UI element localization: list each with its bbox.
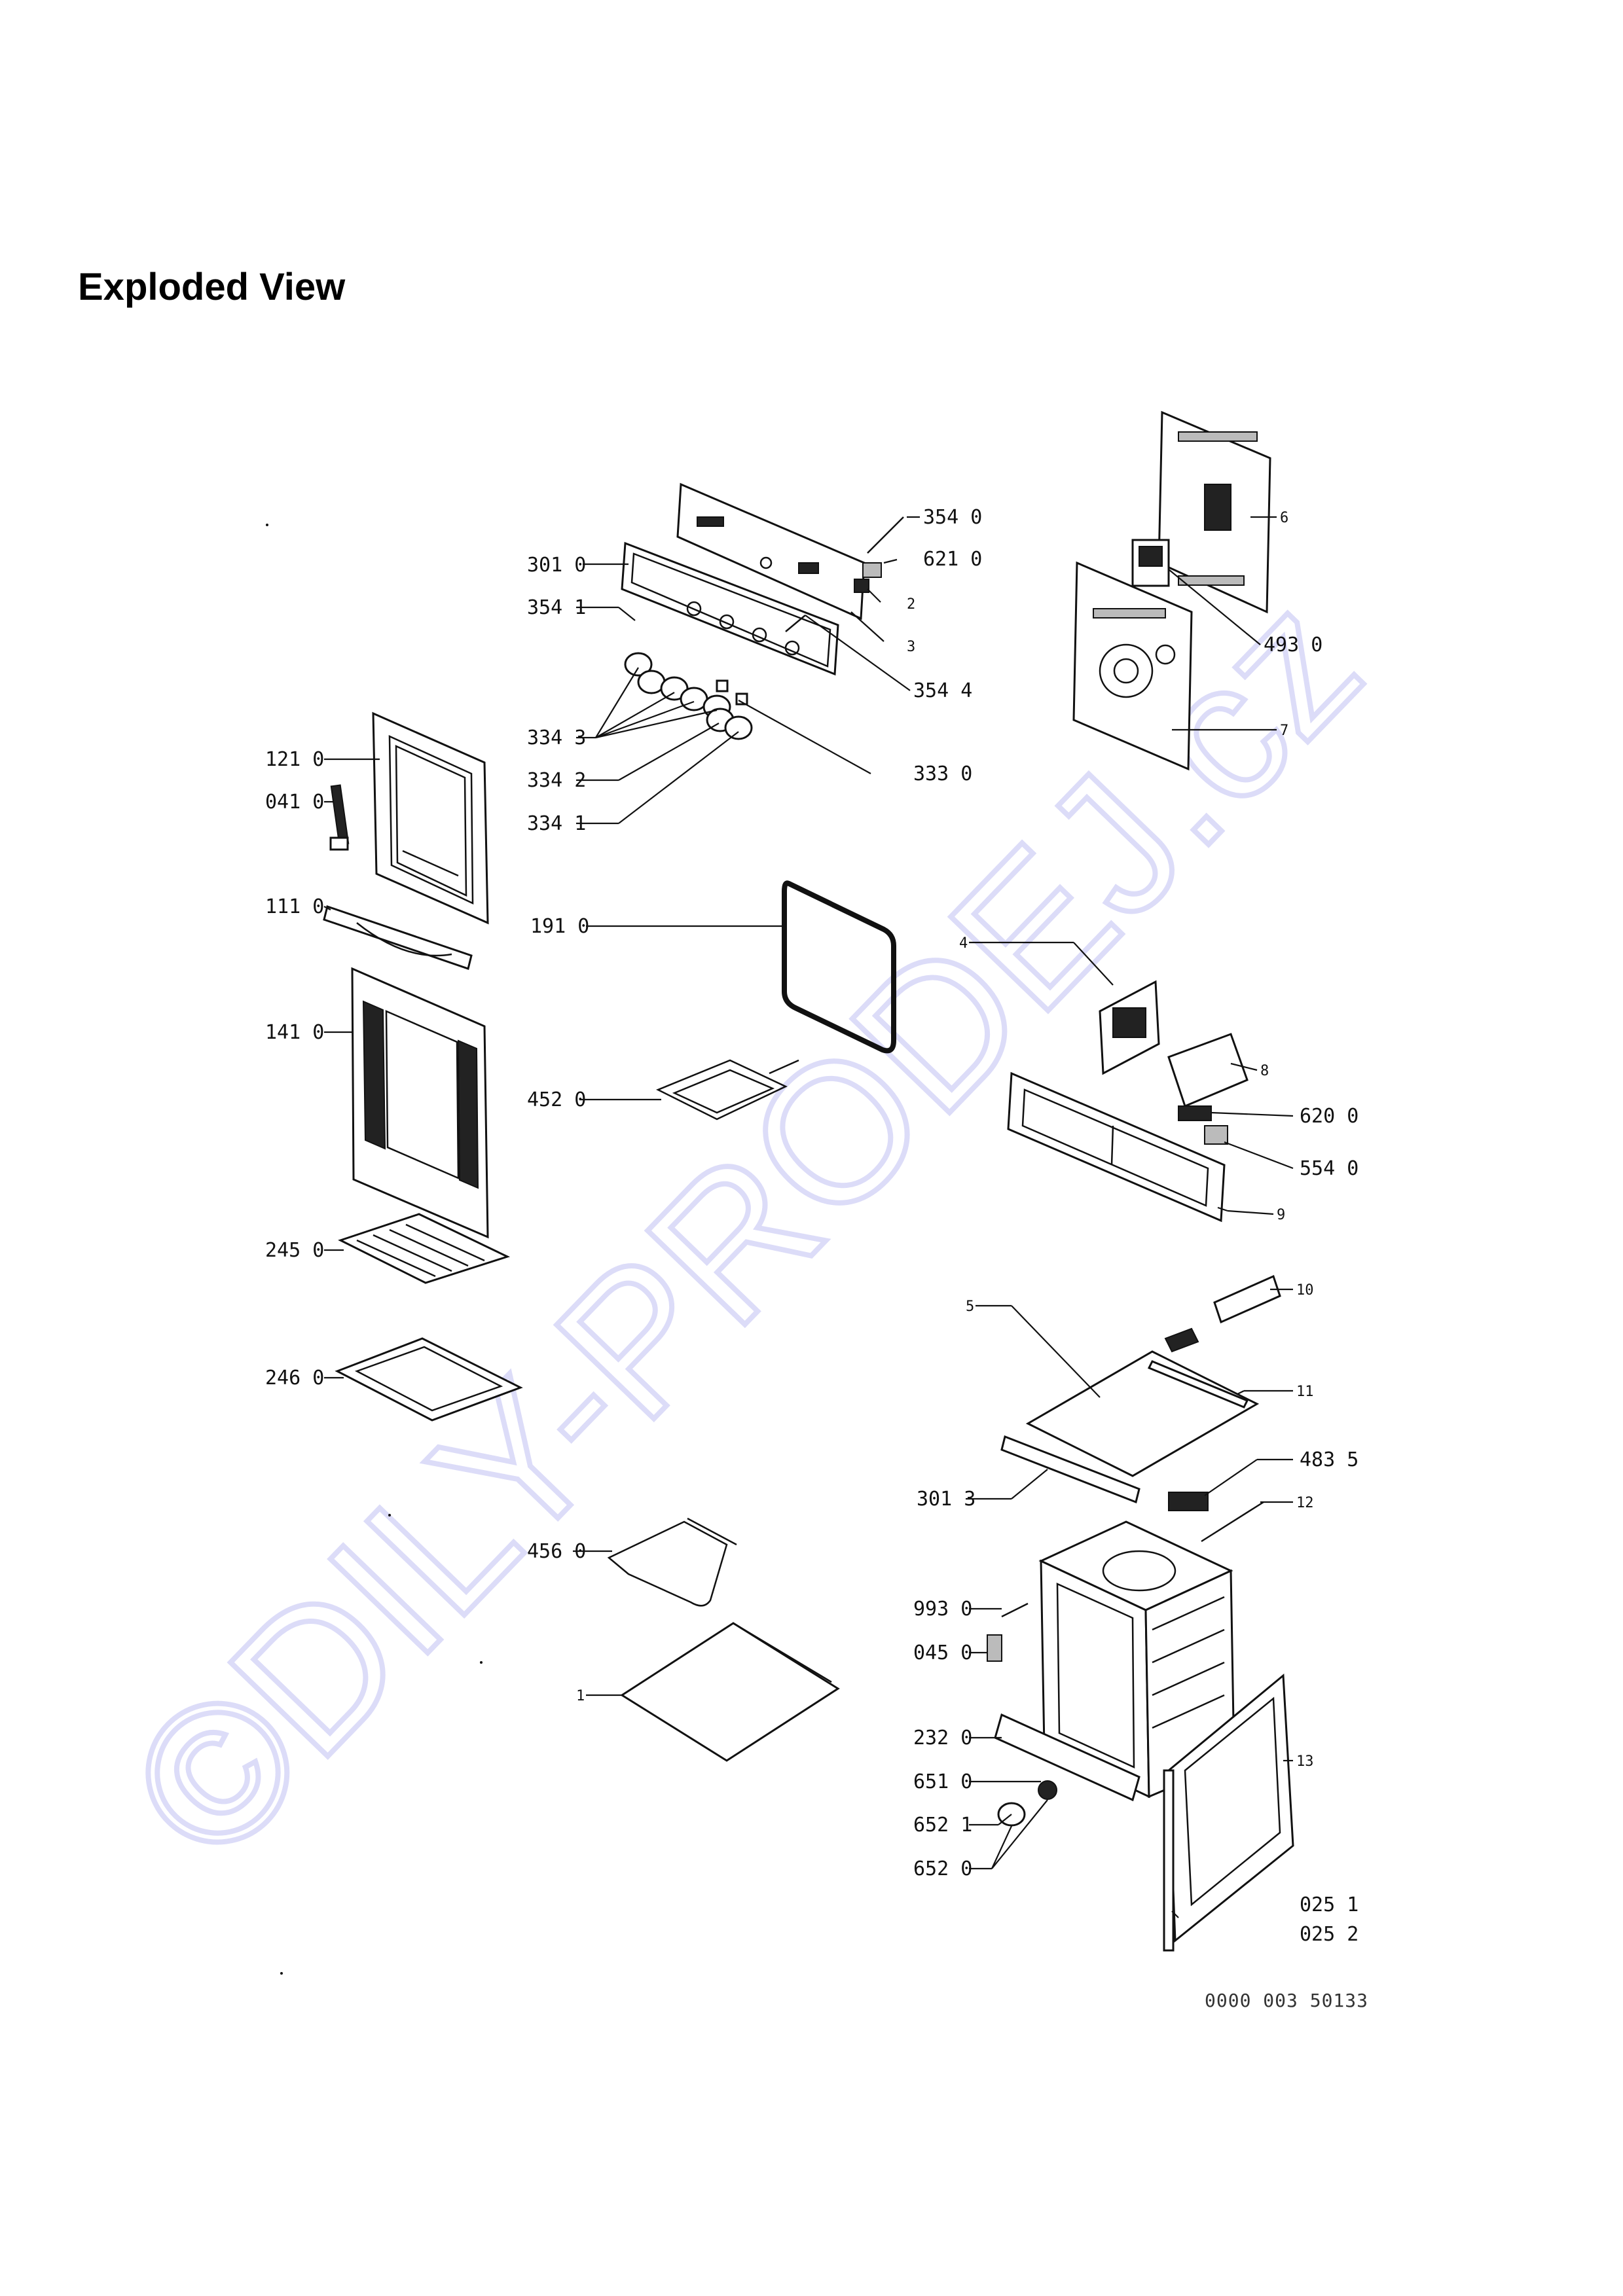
part-door-hinge	[329, 784, 350, 851]
label-7: 7	[1280, 723, 1288, 739]
label-141-0: 141 0	[265, 1021, 324, 1044]
label-11: 11	[1296, 1384, 1314, 1400]
label-111-0: 111 0	[265, 895, 324, 918]
page-title: Exploded View	[78, 266, 346, 308]
stray-dot	[480, 1661, 483, 1664]
part-back-plate	[1072, 561, 1193, 771]
label-245-0: 245 0	[265, 1239, 324, 1262]
part-strip-11	[1147, 1360, 1249, 1408]
part-grill-element	[655, 1059, 799, 1121]
label-334-3: 334 3	[527, 726, 586, 749]
label-246-0: 246 0	[265, 1367, 324, 1390]
part-inner-door-frame	[372, 711, 489, 925]
part-bottom-panel	[620, 1622, 840, 1762]
part-rear-panel	[1158, 410, 1271, 614]
part-front-rail	[1000, 1435, 1140, 1504]
document-reference-number: 0000 003 50133	[1205, 1990, 1369, 2011]
label-025-2: 025 2	[1300, 1923, 1359, 1946]
label-10: 10	[1296, 1282, 1314, 1299]
part-hinge-strip	[1163, 1769, 1175, 1952]
part-wire-rack	[338, 1213, 511, 1284]
label-3: 3	[907, 639, 915, 655]
label-041-0: 041 0	[265, 791, 324, 814]
label-651-0: 651 0	[913, 1770, 972, 1793]
part-knobs	[624, 652, 753, 740]
label-2: 2	[907, 596, 915, 613]
label-5: 5	[966, 1299, 974, 1315]
part-bracket-10	[1213, 1274, 1281, 1324]
part-bottom-element	[607, 1517, 737, 1607]
part-bottom-plate	[1025, 1327, 1260, 1477]
label-8: 8	[1260, 1063, 1269, 1079]
label-025-1: 025 1	[1300, 1893, 1359, 1916]
stray-dot	[388, 1514, 391, 1516]
label-354-1: 354 1	[527, 596, 586, 619]
label-652-1: 652 1	[913, 1814, 972, 1837]
label-334-1: 334 1	[527, 812, 586, 835]
part-fan-motor	[1131, 539, 1170, 587]
label-621-0: 621 0	[923, 548, 982, 571]
label-354-0: 354 0	[923, 506, 982, 529]
part-rod-12	[1201, 1501, 1264, 1543]
part-door-handle	[323, 905, 473, 970]
label-301-3: 301 3	[917, 1488, 976, 1511]
part-switch-shaft	[785, 516, 904, 632]
label-045-0: 045 0	[913, 1641, 972, 1664]
label-652-0: 652 0	[913, 1857, 972, 1880]
label-12: 12	[1296, 1495, 1314, 1511]
label-483-5: 483 5	[1300, 1448, 1359, 1471]
part-cover-plate	[1167, 1033, 1249, 1108]
part-front-frame	[1007, 1071, 1226, 1223]
label-354-4: 354 4	[913, 679, 972, 702]
part-door-gasket	[782, 880, 896, 1054]
label-13: 13	[1296, 1753, 1314, 1770]
label-452-0: 452 0	[527, 1088, 586, 1111]
label-301-0: 301 0	[527, 554, 586, 577]
label-456-0: 456 0	[527, 1540, 586, 1563]
stray-dot	[280, 1972, 283, 1975]
part-labels: 354 0 621 0 301 0 2 354 1 3 354 4 334 3 …	[265, 506, 1359, 1946]
part-terminal-block	[1168, 1492, 1209, 1511]
label-333-0: 333 0	[913, 762, 972, 785]
part-control-panel	[621, 541, 839, 676]
label-232-0: 232 0	[913, 1727, 972, 1749]
part-panel-bracket	[676, 482, 866, 620]
label-993-0: 993 0	[913, 1598, 972, 1621]
part-switch	[1178, 1105, 1228, 1145]
label-1: 1	[576, 1688, 585, 1704]
part-baking-tray	[335, 1337, 523, 1422]
part-lamp-knob	[997, 1780, 1057, 1827]
label-4: 4	[959, 935, 968, 952]
label-620-0: 620 0	[1300, 1105, 1359, 1128]
part-bottom-rail	[994, 1713, 1140, 1802]
label-9: 9	[1277, 1207, 1285, 1223]
leader-lines	[323, 516, 1294, 1918]
label-191-0: 191 0	[530, 915, 589, 938]
stray-dot	[266, 524, 268, 526]
label-334-2: 334 2	[527, 769, 586, 792]
label-493-0: 493 0	[1264, 634, 1322, 656]
part-screw-and-lamp	[987, 1602, 1029, 1662]
label-6: 6	[1280, 510, 1288, 526]
part-fan-cover	[1099, 980, 1160, 1075]
label-121-0: 121 0	[265, 748, 324, 771]
label-554-0: 554 0	[1300, 1157, 1359, 1180]
part-outer-door-glass	[351, 967, 489, 1239]
